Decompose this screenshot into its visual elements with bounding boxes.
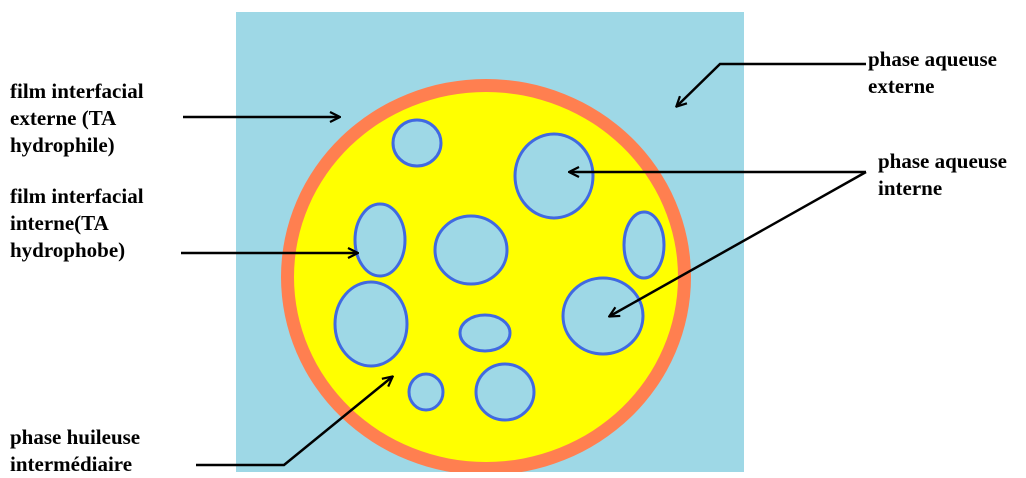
label-line: externe (868, 73, 997, 100)
label-line: interne(TA (10, 210, 144, 237)
label-external-interfacial-film: film interfacial externe (TA hydrophile) (10, 78, 144, 159)
label-line: phase aqueuse (878, 148, 1007, 175)
droplet (335, 282, 407, 366)
label-line: externe (TA (10, 105, 144, 132)
label-line: hydrophobe) (10, 237, 144, 264)
droplet (476, 364, 534, 420)
label-intermediate-oil-phase: phase huileuse intermédiaire (10, 424, 140, 478)
label-line: interne (878, 175, 1007, 202)
droplet (393, 120, 441, 166)
label-line: film interfacial (10, 183, 144, 210)
label-internal-interfacial-film: film interfacial interne(TA hydrophobe) (10, 183, 144, 264)
label-external-aqueous-phase: phase aqueuse externe (868, 46, 997, 100)
label-line: film interfacial (10, 78, 144, 105)
droplet (515, 134, 593, 218)
label-line: phase huileuse (10, 424, 140, 451)
label-internal-aqueous-phase: phase aqueuse interne (878, 148, 1007, 202)
label-line: hydrophile) (10, 132, 144, 159)
droplet (563, 278, 643, 354)
droplet (409, 374, 443, 410)
droplet (355, 204, 405, 276)
label-line: intermédiaire (10, 451, 140, 478)
droplet (624, 212, 664, 278)
droplet (460, 315, 510, 351)
label-line: phase aqueuse (868, 46, 997, 73)
droplet (435, 216, 507, 284)
